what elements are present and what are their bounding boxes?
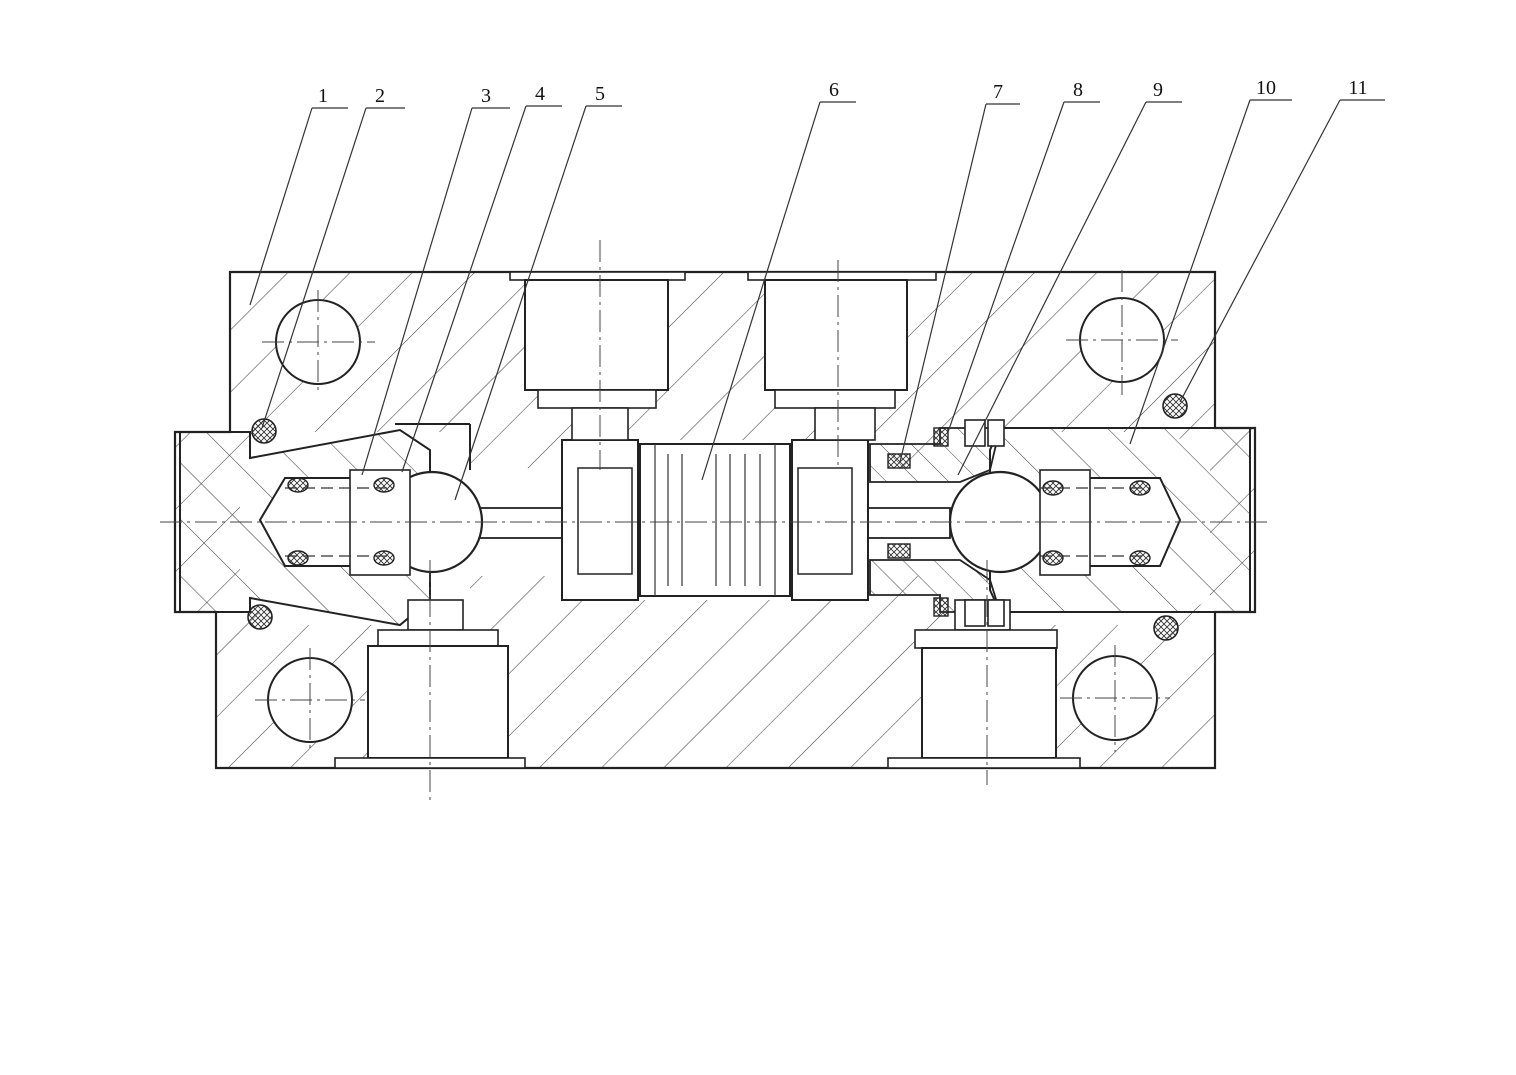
seal xyxy=(1153,615,1179,641)
retaining-rings xyxy=(964,419,1005,627)
seal xyxy=(1162,393,1188,419)
part-label-5: 5 xyxy=(454,83,622,501)
part-number: 4 xyxy=(535,83,545,105)
leader-line xyxy=(701,101,821,481)
seal xyxy=(887,453,911,469)
seal xyxy=(1042,550,1064,566)
part-number: 5 xyxy=(595,83,605,105)
part-number: 3 xyxy=(481,85,491,107)
piston-grooves xyxy=(654,444,776,596)
part-label-10: 10 xyxy=(1129,77,1292,445)
seal xyxy=(1042,480,1064,496)
piston-assembly xyxy=(561,439,869,601)
part-label-1: 1 xyxy=(249,85,348,306)
leader-line xyxy=(249,107,313,306)
part-label-9: 9 xyxy=(957,79,1182,476)
seal xyxy=(373,550,395,566)
seal xyxy=(1129,550,1151,566)
leader-line xyxy=(454,105,587,501)
part-label-8: 8 xyxy=(947,79,1100,433)
leader-line xyxy=(1129,99,1251,445)
leader-line xyxy=(947,101,1065,433)
part-number: 8 xyxy=(1073,79,1083,101)
seal xyxy=(287,550,309,566)
seal xyxy=(1129,480,1151,496)
part-number: 10 xyxy=(1256,77,1276,99)
part-labels: 1 2 3 4 5 6 7 8 9 10 11 xyxy=(249,77,1385,501)
seal xyxy=(933,427,949,447)
leader-line xyxy=(899,103,987,463)
part-label-6: 6 xyxy=(701,79,856,481)
leader-line xyxy=(401,105,527,473)
seal xyxy=(933,597,949,617)
part-number: 2 xyxy=(375,85,385,107)
seal xyxy=(373,477,395,493)
part-number: 9 xyxy=(1153,79,1163,101)
part-number: 6 xyxy=(829,79,839,101)
seal xyxy=(251,418,277,444)
leader-line xyxy=(261,107,367,429)
part-label-3: 3 xyxy=(361,85,510,476)
upper-port-right xyxy=(747,271,937,441)
centre-lines xyxy=(160,240,1270,800)
part-label-7: 7 xyxy=(899,81,1020,463)
upper-port-left xyxy=(509,271,686,441)
leader-line xyxy=(957,101,1147,476)
part-label-4: 4 xyxy=(401,83,562,473)
leader-line xyxy=(361,107,473,476)
lower-port-right xyxy=(887,599,1081,769)
seal xyxy=(287,477,309,493)
part-number: 1 xyxy=(318,85,328,107)
part-label-2: 2 xyxy=(261,85,405,429)
leader-line xyxy=(1179,99,1341,403)
part-number: 7 xyxy=(993,81,1003,103)
seal xyxy=(247,604,273,630)
part-number: 11 xyxy=(1348,77,1367,99)
o-ring-seals xyxy=(247,393,1188,641)
seal xyxy=(887,543,911,559)
part-label-11: 11 xyxy=(1179,77,1385,403)
